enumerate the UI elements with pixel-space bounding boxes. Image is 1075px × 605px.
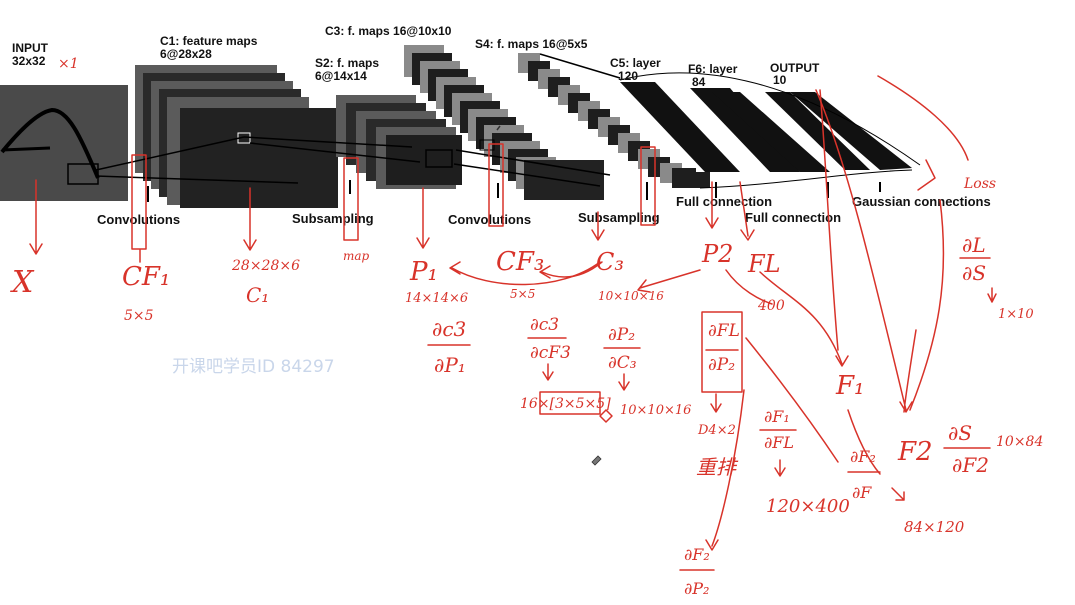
w1-size: 120×400: [766, 496, 850, 517]
c1-size-label: 6@28x28: [160, 47, 212, 61]
p1-size: 14×14×6: [405, 291, 468, 306]
cf3-highlight-box: [488, 143, 504, 227]
op-full-connection-1: Full connection: [676, 194, 772, 209]
cf1-size: 5×5: [124, 308, 154, 324]
map-highlight-box: [343, 157, 359, 241]
dl-ds-num: ∂L: [962, 233, 986, 257]
cf3-size: 5×5: [510, 287, 535, 301]
c1-feature-maps: [135, 65, 338, 208]
cf1-highlight-box: [131, 154, 147, 250]
f2-label: F2: [897, 437, 933, 467]
dp2-dc3-num: ∂P₂: [608, 325, 635, 345]
arrow-c3-to-p1: [449, 261, 601, 286]
arrow-to-fl: [739, 181, 755, 241]
ds-df2-num: ∂S: [948, 421, 972, 445]
watermark: 开课吧学员ID 84297: [172, 357, 335, 377]
ds-df2-size: 10×84: [996, 434, 1043, 450]
s4-feature-maps: [518, 53, 710, 188]
s4-label: S4: f. maps 16@5x5: [475, 37, 588, 51]
dp1-size: 16×[3×5×5]: [520, 396, 611, 412]
arrow-c3-to-cf3: [539, 261, 603, 279]
arrow-to-c3: [591, 211, 605, 241]
loss-arrow: [877, 75, 969, 161]
c1-label: C1: feature maps: [160, 34, 258, 48]
op-subsampling-2: Subsampling: [578, 210, 660, 225]
c5-label: C5: layer: [610, 56, 661, 70]
s2-feature-maps: [336, 95, 462, 189]
handwritten-annotations: ×1 X CF₁ 5×5 28×28×6 C₁ map P₁ 14×14×6 C…: [10, 56, 1043, 598]
f1-label: F₁: [835, 371, 864, 401]
c3-label: C3: f. maps 16@10x10: [325, 24, 452, 38]
arrow-to-x: [29, 179, 43, 255]
dc3-dcf3-den: ∂cF3: [530, 343, 571, 363]
dp2-dfl-den: ∂FL: [764, 433, 794, 452]
pen-mark: [496, 125, 501, 131]
w2-size: 84×120: [904, 518, 965, 536]
tick-marks: [147, 180, 648, 202]
dc3-dcf3-num: ∂c3: [530, 315, 559, 335]
dfl-dp2-num: ∂FL: [708, 321, 740, 341]
c1-name: C₁: [246, 283, 269, 307]
x-label: X: [10, 265, 35, 300]
pen-cursor-icon: [591, 455, 602, 466]
dl-ds-size: 1×10: [998, 307, 1034, 322]
op-convolutions-1: Convolutions: [97, 212, 180, 227]
fully-connected-layers: [619, 72, 921, 198]
reshape-size: D4×2: [697, 423, 736, 438]
dl-ds-den: ∂S: [962, 261, 986, 285]
cf1-label: CF₁: [122, 262, 170, 292]
s2-label: S2: f. maps: [315, 56, 379, 70]
s4-highlight-box: [640, 146, 656, 226]
dp2-dfl-num: ∂F₁: [764, 407, 790, 426]
op-gaussian-connections: Gaussian connections: [852, 194, 991, 209]
op-full-connection-2: Full connection: [745, 210, 841, 225]
fl-label: FL: [747, 250, 781, 278]
dc3-dp1-den: ∂P₁: [434, 353, 466, 377]
layer-labels: INPUT 32x32 C1: feature maps 6@28x28 S2:…: [12, 24, 820, 89]
input-size-label: 32x32: [12, 54, 46, 68]
cf3-label: CF₃: [496, 247, 544, 277]
op-subsampling-1: Subsampling: [292, 211, 374, 226]
c1-size: 28×28×6: [231, 258, 300, 274]
input-label: INPUT: [12, 41, 49, 55]
arrow-to-c1: [243, 187, 257, 251]
connection-lines: [95, 53, 621, 187]
c5-size-label: 120: [618, 69, 638, 83]
dp2-dc3-den: ∂C₃: [608, 353, 637, 373]
arrow-p2-to-fl: [725, 269, 773, 305]
s2-size-label: 6@14x14: [315, 69, 367, 83]
network-architecture: INPUT 32x32 C1: feature maps 6@28x28 S2:…: [0, 24, 991, 227]
arrow-to-p1: [416, 187, 430, 249]
df2-dp2-num: ∂F₂: [684, 545, 710, 564]
input-channel-note: ×1: [58, 56, 79, 72]
f6-size-label: 84: [692, 75, 706, 89]
ds-df2-den: ∂F2: [952, 453, 989, 477]
arrow-to-p2: [705, 181, 719, 229]
p1-label: P₁: [409, 257, 438, 287]
dfl-dp2-den: ∂P₂: [708, 355, 735, 375]
fl-size: 400: [757, 298, 785, 314]
dc3-size: 10×10×16: [620, 403, 691, 418]
df2-df1-num: ∂F₂: [850, 447, 876, 466]
dfl-dp2-box: [701, 311, 743, 393]
loss-squiggle: [917, 159, 936, 191]
output-size-label: 10: [773, 73, 787, 87]
output-label: OUTPUT: [770, 61, 820, 75]
df2-df1-den: ∂F: [852, 483, 872, 502]
f6-label: F6: layer: [688, 62, 738, 76]
dc3-dp1-num: ∂c3: [432, 317, 466, 341]
p2-label: P2: [701, 240, 733, 268]
c3-size: 10×10×16: [598, 289, 664, 303]
arrow-p2-to-c3: [637, 269, 701, 293]
map-label: map: [343, 249, 370, 263]
input-layer: [0, 85, 128, 201]
loss-label: Loss: [963, 176, 996, 192]
df2-dp2-den: ∂P₂: [684, 579, 709, 598]
